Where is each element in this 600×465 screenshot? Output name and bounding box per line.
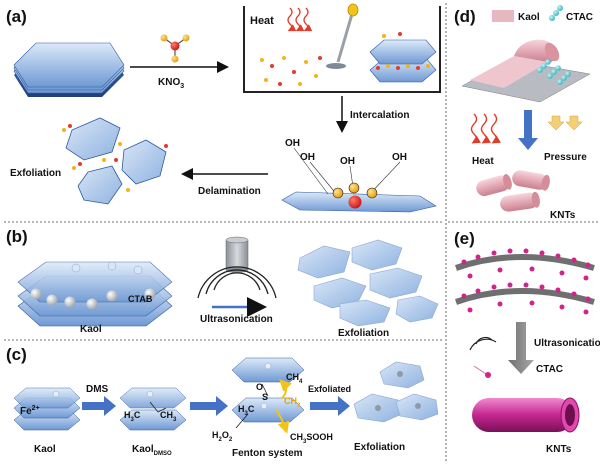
o-label: O [256,382,263,392]
ultrasonic-probe-icon [197,236,277,299]
dms-label: DMS [86,384,109,395]
kaolinite-stack [13,42,125,97]
knts-label-d: KNTs [550,210,576,221]
arrow-down-d [518,110,538,150]
panel-a-label: (a) [6,7,27,26]
panel-b: (b) CTAB Kaol [6,227,439,339]
legend-kaol-label: Kaol [518,12,540,23]
kaol-dmso-stack [119,387,187,431]
heat-waves-icon [287,7,313,32]
kaol-label: Kaol [80,324,102,335]
kno3-molecule [160,34,190,63]
heat-waves-icon-d [470,113,501,144]
exfoliated-flakes-b [297,239,439,327]
fe-label: Fe2+ [20,405,40,417]
exfoliated-flakes-c [353,361,439,423]
reaction-beaker: Heat [243,3,441,93]
kaol-label-c: Kaol [34,444,56,455]
panel-c-label: (c) [6,345,27,364]
oh-label: OH [392,152,407,163]
panel-e-label: (e) [454,229,475,248]
oh-label: OH [300,152,315,163]
knt-tube-magenta [472,397,580,433]
oh-label: OH [340,156,355,167]
h3c-label-fenton: H3C [238,404,255,417]
intercalating-sheets [369,32,437,83]
arrow-dms [82,396,116,416]
panel-b-label: (b) [6,227,28,246]
oh-label: OH [285,138,300,149]
fenton-system [231,357,305,434]
arrow-to-fenton [190,396,228,416]
exfoliated-flakes [62,117,168,205]
ch3-label: CH3 [160,410,177,423]
sound-waves-icon [469,336,497,351]
kno3-label: KNO3 [158,77,184,90]
knt-tubes [476,170,550,212]
panel-a: (a) KNO3 Heat [6,3,441,213]
intercalation-label: Intercalation [350,110,409,121]
knts-label-e: KNTs [546,444,572,455]
kaol-fe-stack [13,387,81,431]
arrow-exfoliated [310,396,350,416]
stirrer-icon [326,3,359,69]
pressure-label: Pressure [544,152,587,163]
heat-label: Heat [250,15,274,27]
s-label: S [262,392,268,402]
ch3-yellow-label: CH3 [284,396,301,409]
pressure-icon [547,115,583,131]
delamination-label: Delamination [198,186,261,197]
ch4-label: CH4 [286,372,303,385]
single-sheet-oh: OH OH OH OH OH [281,138,437,213]
kaol-dmso-label: KaolDMSO [132,444,172,457]
ctac-coated-sheets [455,248,595,315]
legend-kaol-swatch [492,10,514,22]
ultrasonication-label-e: Ultrasonication [534,338,600,349]
ch3sooh-label: CH3SOOH [290,432,333,445]
legend-ctac-label: CTAC [566,12,593,23]
legend-ctac-icon [549,5,563,21]
panel-d: (d) Kaol CTAC Heat [454,5,593,221]
ctac-label-e: CTAC [536,364,563,375]
arrow-down-e [508,322,534,374]
exfoliation-label: Exfoliation [10,168,61,179]
ctac-molecule-icon [473,365,491,378]
solution-ions [260,56,322,86]
exfoliation-label-b: Exfoliation [338,328,389,339]
h3c-label: H3C [124,410,141,423]
panel-d-label: (d) [454,7,476,26]
exfoliated-label: Exfoliated [308,384,351,394]
panel-e: (e) Ultrasonication [454,229,600,455]
fenton-label: Fenton system [232,448,303,459]
heat-label-d: Heat [472,156,494,167]
ultrasonication-label-b: Ultrasonication [200,314,273,325]
panel-c: (c) Fe2+ Kaol DMS H3C CH3 KaolDMSO [6,345,439,459]
kaol-ctab-stack [17,261,173,327]
h2o2-label: H2O2 [212,430,233,443]
ctac-molecules [537,59,571,85]
ctab-label: CTAB [128,294,153,304]
rolling-sheet [461,39,591,103]
exfoliation-label-c: Exfoliation [354,442,405,453]
